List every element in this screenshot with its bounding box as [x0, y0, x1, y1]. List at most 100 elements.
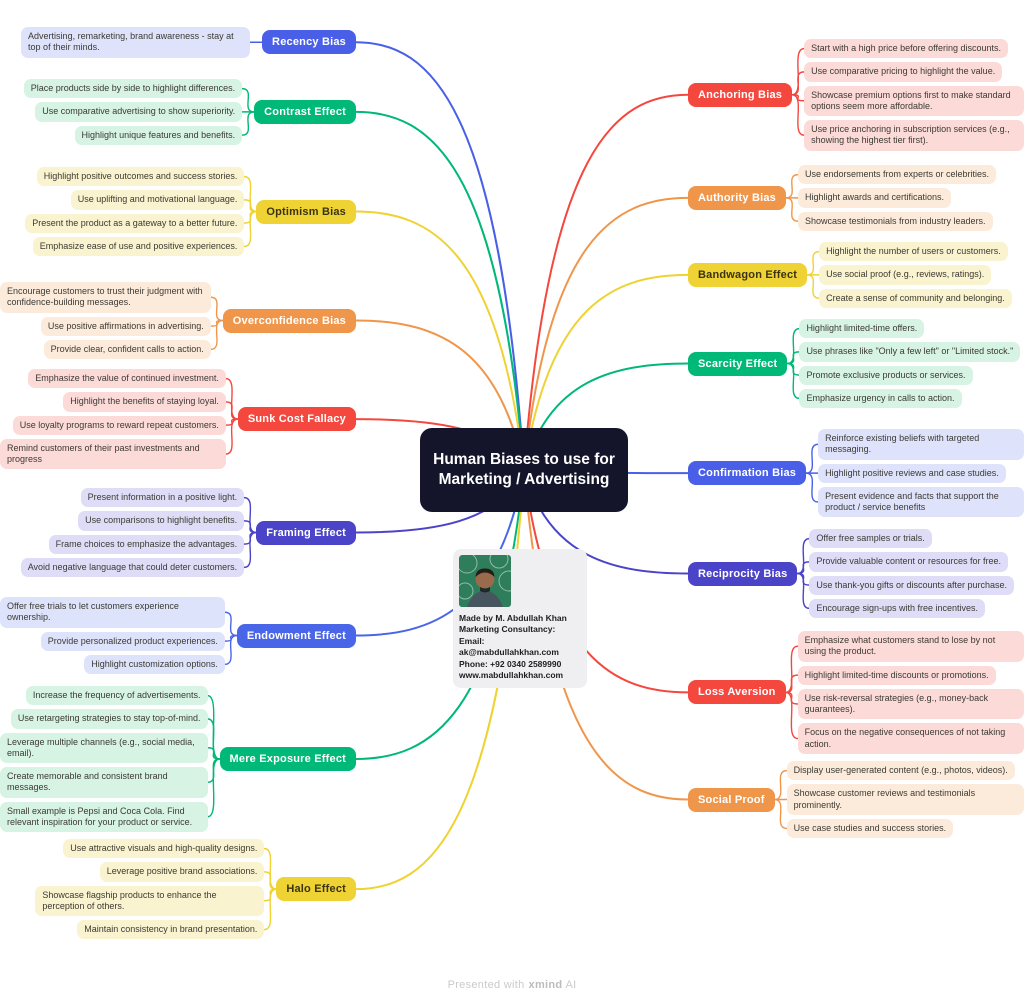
watermark-prefix: Presented with — [447, 979, 525, 991]
topic-reciprocity-bias[interactable]: Reciprocity Bias — [688, 561, 798, 586]
child-note-bandwagon-effect-2[interactable]: Create a sense of community and belongin… — [819, 288, 1012, 308]
child-note-optimism-bias-3[interactable]: Emphasize ease of use and positive exper… — [32, 236, 245, 256]
branch-scarcity-effect: Scarcity Effect Highlight limited-time of… — [688, 319, 1021, 408]
child-note-optimism-bias-1[interactable]: Use uplifting and motivational language. — [70, 190, 245, 210]
child-note-contrast-effect-1[interactable]: Use comparative advertising to show supe… — [35, 102, 243, 122]
topic-authority-bias[interactable]: Authority Bias — [688, 185, 786, 210]
child-note-confirmation-bias-2[interactable]: Present evidence and facts that support … — [818, 486, 1024, 518]
child-note-anchoring-bias-3[interactable]: Use price anchoring in subscription serv… — [804, 120, 1024, 151]
branch-recency-bias: Advertising, remarketing, brand awarenes… — [21, 27, 356, 58]
topic-mere-exposure-effect[interactable]: Mere Exposure Effect — [219, 747, 356, 771]
child-note-loss-aversion-0[interactable]: Emphasize what customers stand to lose b… — [797, 631, 1024, 662]
child-note-halo-effect-1[interactable]: Leverage positive brand associations. — [99, 862, 265, 882]
author-shirt — [467, 591, 503, 607]
topic-contrast-effect[interactable]: Contrast Effect — [254, 99, 356, 124]
child-note-authority-bias-0[interactable]: Use endorsements from experts or celebri… — [797, 165, 997, 185]
child-note-authority-bias-1[interactable]: Highlight awards and certifications. — [797, 188, 952, 208]
branch-optimism-bias: Highlight positive outcomes and success … — [25, 167, 356, 256]
topic-framing-effect[interactable]: Framing Effect — [256, 520, 356, 545]
child-note-confirmation-bias-0[interactable]: Reinforce existing beliefs with targeted… — [818, 429, 1024, 460]
branch-halo-effect: Use attractive visuals and high-quality … — [35, 839, 356, 940]
author-photo — [459, 555, 511, 607]
child-note-scarcity-effect-2[interactable]: Promote exclusive products or services. — [799, 365, 973, 385]
branch-contrast-effect: Place products side by side to highlight… — [23, 79, 356, 145]
child-note-recency-bias-0[interactable]: Advertising, remarketing, brand awarenes… — [21, 27, 251, 58]
topic-sunk-cost-fallacy[interactable]: Sunk Cost Fallacy — [237, 407, 356, 432]
topic-endowment-effect[interactable]: Endowment Effect — [236, 623, 356, 648]
child-note-mere-exposure-effect-0[interactable]: Increase the frequency of advertisements… — [25, 686, 208, 706]
child-note-overconfidence-bias-0[interactable]: Encourage customers to trust their judgm… — [0, 282, 211, 313]
child-note-loss-aversion-3[interactable]: Focus on the negative consequences of no… — [797, 723, 1024, 754]
branch-overconfidence-bias: Encourage customers to trust their judgm… — [0, 282, 356, 359]
child-note-social-proof-2[interactable]: Use case studies and success stories. — [786, 818, 954, 838]
author-card[interactable]: Made by M. Abdullah Khan Marketing Consu… — [453, 549, 587, 688]
author-name-line: Made by M. Abdullah Khan — [459, 613, 567, 623]
child-note-social-proof-0[interactable]: Display user-generated content (e.g., ph… — [786, 761, 1015, 781]
watermark-suffix: AI — [565, 979, 577, 991]
child-note-mere-exposure-effect-1[interactable]: Use retargeting strategies to stay top-o… — [10, 709, 208, 729]
child-note-authority-bias-2[interactable]: Showcase testimonials from industry lead… — [797, 211, 993, 231]
topic-anchoring-bias[interactable]: Anchoring Bias — [688, 82, 793, 107]
author-email-line: Email: ak@mabdullahkhan.com — [459, 635, 559, 658]
child-note-framing-effect-2[interactable]: Frame choices to emphasize the advantage… — [48, 534, 245, 554]
child-note-anchoring-bias-0[interactable]: Start with a high price before offering … — [804, 39, 1009, 59]
child-note-endowment-effect-2[interactable]: Highlight customization options. — [84, 654, 225, 674]
child-note-bandwagon-effect-0[interactable]: Highlight the number of users or custome… — [819, 242, 1008, 262]
topic-loss-aversion[interactable]: Loss Aversion — [688, 680, 786, 705]
topic-recency-bias[interactable]: Recency Bias — [262, 30, 356, 55]
child-note-framing-effect-1[interactable]: Use comparisons to highlight benefits. — [78, 511, 245, 531]
child-note-anchoring-bias-1[interactable]: Use comparative pricing to highlight the… — [804, 62, 1003, 82]
child-note-halo-effect-3[interactable]: Maintain consistency in brand presentati… — [77, 920, 265, 940]
child-note-loss-aversion-1[interactable]: Highlight limited-time discounts or prom… — [797, 665, 996, 685]
child-note-reciprocity-bias-3[interactable]: Encourage sign-ups with free incentives. — [809, 598, 985, 618]
child-note-scarcity-effect-1[interactable]: Use phrases like "Only a few left" or "L… — [799, 342, 1021, 362]
child-note-optimism-bias-0[interactable]: Highlight positive outcomes and success … — [36, 167, 245, 187]
child-note-bandwagon-effect-1[interactable]: Use social proof (e.g., reviews, ratings… — [819, 265, 992, 285]
child-note-confirmation-bias-1[interactable]: Highlight positive reviews and case stud… — [818, 463, 1006, 483]
child-note-reciprocity-bias-1[interactable]: Provide valuable content or resources fo… — [809, 552, 1009, 572]
branch-framing-effect: Present information in a positive light.… — [20, 488, 356, 577]
child-note-framing-effect-0[interactable]: Present information in a positive light. — [80, 488, 245, 508]
topic-bandwagon-effect[interactable]: Bandwagon Effect — [688, 262, 808, 287]
child-note-contrast-effect-2[interactable]: Highlight unique features and benefits. — [74, 125, 243, 145]
child-note-scarcity-effect-3[interactable]: Emphasize urgency in calls to action. — [799, 388, 962, 408]
child-note-reciprocity-bias-0[interactable]: Offer free samples or trials. — [809, 529, 932, 549]
child-note-social-proof-1[interactable]: Showcase customer reviews and testimonia… — [786, 784, 1024, 815]
child-note-optimism-bias-2[interactable]: Present the product as a gateway to a be… — [25, 213, 245, 233]
child-note-framing-effect-3[interactable]: Avoid negative language that could deter… — [20, 557, 245, 577]
child-note-overconfidence-bias-1[interactable]: Use positive affirmations in advertising… — [40, 316, 211, 336]
author-role-line: Marketing Consultancy: — [459, 624, 556, 635]
child-note-endowment-effect-1[interactable]: Provide personalized product experiences… — [40, 631, 225, 651]
branch-bandwagon-effect: Bandwagon Effect Highlight the number of … — [688, 242, 1012, 308]
child-note-mere-exposure-effect-2[interactable]: Leverage multiple channels (e.g., social… — [0, 732, 208, 763]
child-note-endowment-effect-0[interactable]: Offer free trials to let customers exper… — [0, 597, 225, 628]
child-note-sunk-cost-fallacy-3[interactable]: Remind customers of their past investmen… — [0, 438, 226, 470]
child-note-contrast-effect-0[interactable]: Place products side by side to highlight… — [23, 79, 243, 99]
child-note-reciprocity-bias-2[interactable]: Use thank-you gifts or discounts after p… — [809, 575, 1015, 595]
branch-confirmation-bias: Confirmation Bias Reinforce existing beli… — [688, 429, 1024, 518]
topic-confirmation-bias[interactable]: Confirmation Bias — [688, 461, 807, 486]
child-note-overconfidence-bias-2[interactable]: Provide clear, confident calls to action… — [43, 339, 211, 359]
child-note-sunk-cost-fallacy-1[interactable]: Highlight the benefits of staying loyal. — [63, 392, 226, 412]
topic-optimism-bias[interactable]: Optimism Bias — [256, 199, 356, 224]
topic-social-proof[interactable]: Social Proof — [688, 787, 775, 812]
author-info: Made by M. Abdullah Khan Marketing Consu… — [459, 613, 581, 682]
topic-halo-effect[interactable]: Halo Effect — [276, 877, 356, 902]
child-note-mere-exposure-effect-3[interactable]: Create memorable and consistent brand me… — [0, 767, 208, 798]
child-note-halo-effect-2[interactable]: Showcase flagship products to enhance th… — [35, 885, 265, 916]
child-note-anchoring-bias-2[interactable]: Showcase premium options first to make s… — [804, 85, 1024, 116]
child-note-halo-effect-0[interactable]: Use attractive visuals and high-quality … — [63, 839, 265, 859]
topic-overconfidence-bias[interactable]: Overconfidence Bias — [222, 308, 356, 333]
child-note-sunk-cost-fallacy-0[interactable]: Emphasize the value of continued investm… — [28, 369, 226, 389]
central-topic[interactable]: Human Biases to use for Marketing / Adve… — [420, 428, 628, 512]
child-note-scarcity-effect-0[interactable]: Highlight limited-time offers. — [799, 319, 925, 339]
branch-mere-exposure-effect: Increase the frequency of advertisements… — [0, 686, 356, 832]
branch-loss-aversion: Loss Aversion Emphasize what customers st… — [688, 631, 1024, 754]
child-note-loss-aversion-2[interactable]: Use risk-reversal strategies (e.g., mone… — [797, 688, 1024, 720]
child-note-mere-exposure-effect-4[interactable]: Small example is Pepsi and Coca Cola. Fi… — [0, 801, 208, 832]
topic-scarcity-effect[interactable]: Scarcity Effect — [688, 351, 788, 376]
child-note-sunk-cost-fallacy-2[interactable]: Use loyalty programs to reward repeat cu… — [12, 415, 226, 435]
